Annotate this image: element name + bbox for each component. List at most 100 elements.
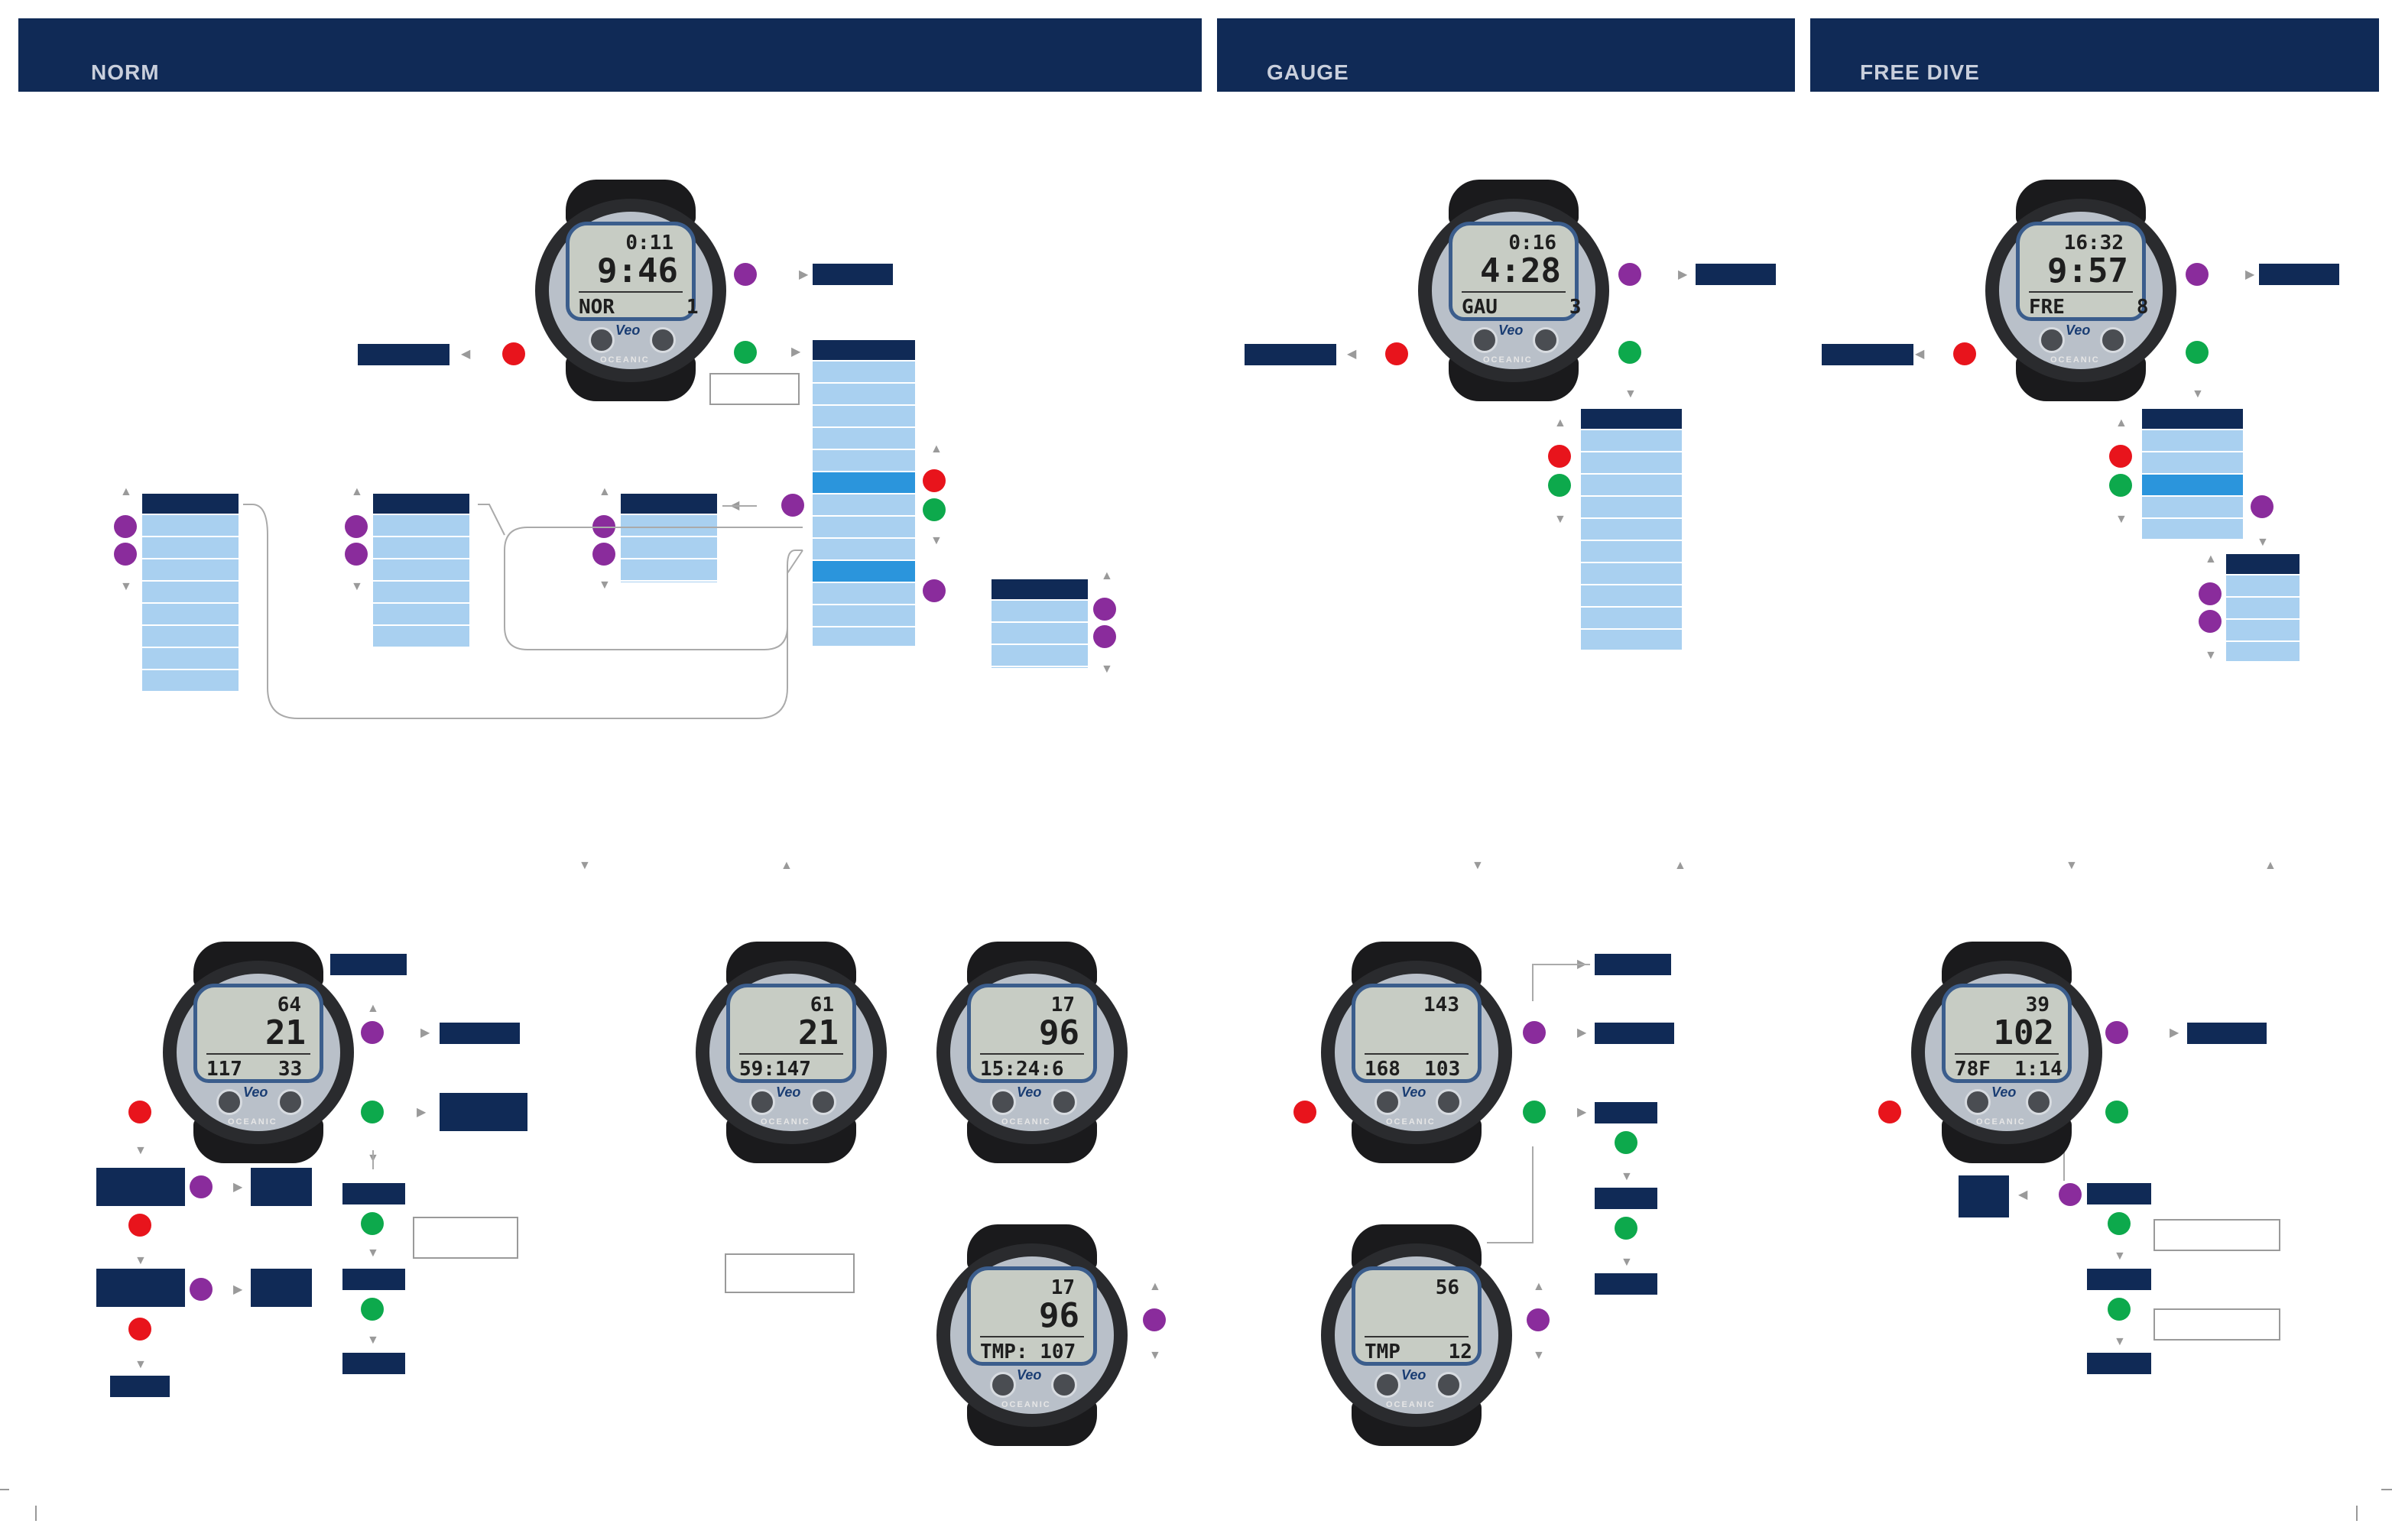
watch-right-button[interactable] — [1051, 1372, 1077, 1398]
watch-left-button[interactable] — [1375, 1372, 1400, 1398]
watch-right-button[interactable] — [1051, 1089, 1077, 1115]
menu-row[interactable] — [142, 559, 239, 582]
menu-row[interactable] — [813, 384, 915, 406]
menu-row[interactable] — [142, 648, 239, 670]
watch-right-button[interactable] — [810, 1089, 836, 1115]
menu-row[interactable] — [373, 515, 469, 537]
menu-row[interactable] — [813, 428, 915, 450]
watch-right-button[interactable] — [277, 1089, 303, 1115]
menu-row[interactable] — [2226, 575, 2300, 598]
watch-left-button[interactable] — [1375, 1089, 1400, 1115]
arrow-down-icon: ▼ — [367, 1247, 379, 1260]
watch-left-button[interactable] — [589, 327, 615, 353]
arrow-down-icon: ▼ — [1101, 663, 1113, 676]
watch-left-button[interactable] — [990, 1089, 1016, 1115]
watch-right-button[interactable] — [650, 327, 676, 353]
menu-row-highlighted[interactable] — [2142, 475, 2243, 497]
menu-row[interactable] — [373, 604, 469, 626]
menu-row[interactable] — [1581, 585, 1682, 608]
lcd-line-1: 64 — [277, 994, 301, 1016]
norm-green-note-box — [413, 1217, 518, 1259]
menu-row[interactable] — [1581, 452, 1682, 475]
menu-row[interactable] — [2142, 452, 2243, 475]
menu-row-highlighted[interactable] — [813, 472, 915, 494]
watch-logo: Veo — [1991, 1084, 2017, 1100]
lcd-line-1: 39 — [2025, 994, 2050, 1016]
menu-row-highlighted[interactable] — [813, 561, 915, 583]
purple-button-indicator — [2105, 1021, 2128, 1044]
menu-row[interactable] — [2142, 497, 2243, 519]
menu-row[interactable] — [813, 406, 915, 428]
menu-row[interactable] — [813, 517, 915, 539]
menu-row[interactable] — [813, 539, 915, 561]
menu-row[interactable] — [621, 515, 717, 537]
green-button-indicator — [2108, 1212, 2131, 1235]
menu-row[interactable] — [992, 601, 1088, 623]
menu-row[interactable] — [813, 361, 915, 384]
menu-row[interactable] — [142, 537, 239, 559]
menu-row[interactable] — [992, 623, 1088, 645]
menu-row[interactable] — [813, 450, 915, 472]
menu-row[interactable] — [2226, 620, 2300, 642]
free-submenu — [2226, 554, 2300, 661]
menu-row[interactable] — [1581, 430, 1682, 452]
menu-row[interactable] — [1581, 475, 1682, 497]
free-green-step-3 — [2087, 1353, 2151, 1374]
watch-right-button[interactable] — [1533, 327, 1559, 353]
menu-row[interactable] — [813, 494, 915, 517]
menu-row[interactable] — [142, 515, 239, 537]
menu-row[interactable] — [621, 559, 717, 582]
menu-row[interactable] — [1581, 608, 1682, 630]
header-gauge: GAUGE — [1217, 18, 1795, 92]
watch-right-button[interactable] — [1436, 1089, 1462, 1115]
green-button-indicator — [361, 1212, 384, 1235]
menu-header — [1581, 409, 1682, 430]
watch-right-button[interactable] — [1436, 1372, 1462, 1398]
watch-right-button[interactable] — [2026, 1089, 2052, 1115]
norm-red-step-1-detail — [251, 1168, 312, 1206]
arrow-right-icon: ▶ — [791, 345, 801, 358]
arrow-down-icon: ▼ — [1472, 859, 1484, 872]
arrow-down-icon: ▼ — [2257, 536, 2269, 549]
menu-row[interactable] — [373, 626, 469, 648]
menu-row[interactable] — [142, 604, 239, 626]
menu-row[interactable] — [142, 582, 239, 604]
menu-header — [373, 494, 469, 515]
watch-left-button[interactable] — [216, 1089, 242, 1115]
menu-row[interactable] — [142, 670, 239, 692]
lcd-line-1: 0:16 — [1508, 232, 1556, 255]
watch-left-button[interactable] — [749, 1089, 775, 1115]
menu-row[interactable] — [1581, 497, 1682, 519]
crop-mark — [35, 1506, 37, 1521]
watch-left-button[interactable] — [1472, 327, 1498, 353]
menu-row[interactable] — [2226, 598, 2300, 620]
menu-header — [621, 494, 717, 515]
green-button-indicator — [1615, 1131, 1637, 1154]
watch-left-button[interactable] — [1965, 1089, 1991, 1115]
menu-row[interactable] — [621, 537, 717, 559]
watch-right-button[interactable] — [2100, 327, 2126, 353]
menu-row[interactable] — [373, 582, 469, 604]
watch-left-button[interactable] — [2039, 327, 2065, 353]
norm-green-step-2 — [342, 1269, 405, 1290]
menu-row[interactable] — [142, 626, 239, 648]
arrow-up-icon: ▲ — [1554, 417, 1566, 430]
menu-row[interactable] — [1581, 541, 1682, 563]
watch-left-button[interactable] — [990, 1372, 1016, 1398]
menu-row[interactable] — [1581, 563, 1682, 585]
menu-row[interactable] — [992, 645, 1088, 667]
lcd-line-1: 143 — [1423, 994, 1459, 1016]
gauge-green-step-3 — [1595, 1273, 1657, 1295]
menu-row[interactable] — [813, 583, 915, 605]
arrow-down-icon: ▼ — [2205, 649, 2217, 662]
arrow-right-icon: ▶ — [1678, 268, 1688, 281]
purple-button-indicator — [1093, 598, 1116, 621]
arrow-down-icon: ▼ — [135, 1254, 147, 1267]
menu-row[interactable] — [373, 537, 469, 559]
menu-row[interactable] — [1581, 519, 1682, 541]
menu-row[interactable] — [813, 605, 915, 627]
arrow-right-icon: ▶ — [420, 1026, 430, 1039]
menu-row[interactable] — [373, 559, 469, 582]
menu-row[interactable] — [2142, 430, 2243, 452]
